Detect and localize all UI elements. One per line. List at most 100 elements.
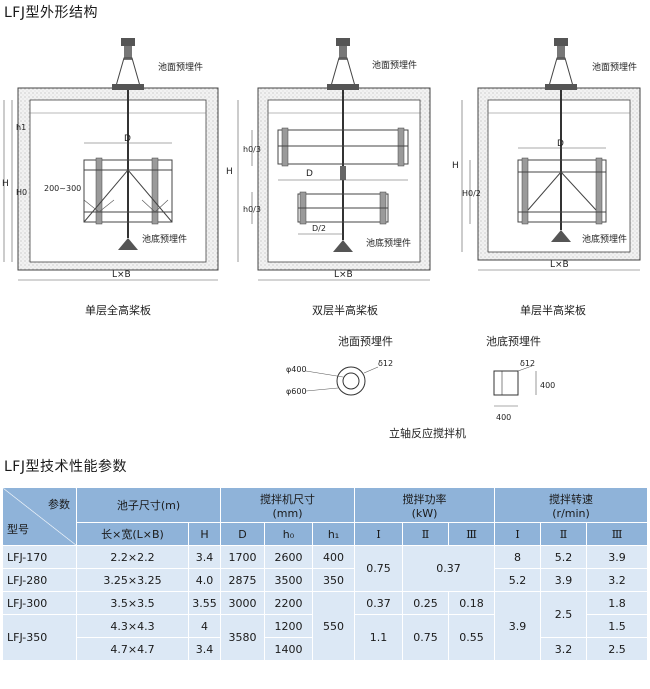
d1-top-embed-label: 池面预埋件 xyxy=(158,61,203,73)
model-label: 型号 xyxy=(7,523,29,536)
col-lb: 长×宽(L×B) xyxy=(76,522,189,546)
pool-size-header: 池子尺寸(m) xyxy=(76,487,221,523)
embed-caption: 立轴反应搅拌机 xyxy=(389,426,466,440)
mixer-size-header: 搅拌机尺寸 (mm) xyxy=(219,487,356,523)
cell-power-2: 0.75 xyxy=(402,614,450,661)
cell-h0: 2200 xyxy=(264,591,313,615)
bottom-embed-width: 400 xyxy=(496,413,511,422)
d3-dim-D: D xyxy=(557,139,564,149)
top-embed-detail: 池面预埋件 φ400 φ600 δ12 xyxy=(286,335,393,396)
cell-speed-2: 5.2 xyxy=(540,545,588,569)
cell-h1: 350 xyxy=(311,568,356,592)
d1-dim-LB: L×B xyxy=(112,270,131,280)
table-row: LFJ-280 3.25×3.25 4.0 2875 3500 350 5.2 … xyxy=(2,568,649,592)
d3-dim-H02: H0/2 xyxy=(462,189,481,198)
cell-lb: 3.25×3.25 xyxy=(76,568,189,592)
d1-dim-gap: 200~300 xyxy=(44,184,81,193)
cell-D: 1700 xyxy=(220,545,265,569)
d1-dim-H: H xyxy=(2,179,9,189)
d2-dim-h03b: h0/3 xyxy=(243,205,261,214)
col-power-2: Ⅱ xyxy=(402,522,450,546)
mixer-size-unit: (mm) xyxy=(272,506,303,520)
cell-h0: 1200 xyxy=(264,614,313,638)
d2-bottom-embed-label: 池底预埋件 xyxy=(366,237,411,249)
d2-dim-D2: D/2 xyxy=(312,224,326,233)
cell-speed-1: 5.2 xyxy=(494,568,542,592)
table-row: 4.7×4.7 3.4 1400 3.2 2.5 xyxy=(3,637,649,661)
col-speed-2: Ⅱ xyxy=(540,522,588,546)
section-title-structure: LFJ型外形结构 xyxy=(4,5,98,21)
cell-speed-3: 3.9 xyxy=(586,545,649,569)
col-power-1: Ⅰ xyxy=(354,522,404,546)
cell-power-23: 0.37 xyxy=(402,545,496,592)
cell-h1: 400 xyxy=(311,545,356,569)
cell-power-1: 0.37 xyxy=(354,591,404,615)
col-speed-1: Ⅰ xyxy=(494,522,542,546)
bottom-embed-delta: δ12 xyxy=(520,359,535,368)
cell-power-3: 0.18 xyxy=(448,591,496,615)
speed-unit: (r/min) xyxy=(552,506,590,520)
d1-dim-H0: H0 xyxy=(16,188,27,197)
table-row: LFJ-350 4.3×4.3 4 3580 1200 1.1 0.75 0.5… xyxy=(2,614,649,661)
cell-H: 3.55 xyxy=(188,591,221,615)
d2-caption: 双层半高桨板 xyxy=(312,303,378,317)
d3-dim-H: H xyxy=(452,161,459,171)
bottom-embed-height: 400 xyxy=(540,381,555,390)
d3-top-embed-label: 池面预埋件 xyxy=(592,61,637,73)
cell-lb: 4.3×4.3 xyxy=(76,614,189,638)
cell-power-1: 0.75 xyxy=(354,545,404,592)
cell-h0: 1400 xyxy=(264,637,313,661)
model-cell: LFJ-280 xyxy=(2,568,77,592)
top-embed-title: 池面预埋件 xyxy=(338,335,393,348)
header-row-1: 参数 型号 池子尺寸(m) 搅拌机尺寸 (mm) 搅拌功率 (kW) 搅拌转速 … xyxy=(2,487,649,546)
d2-dim-D: D xyxy=(306,169,313,179)
model-cell: LFJ-350 xyxy=(2,614,77,661)
top-embed-phi400: φ400 xyxy=(286,365,307,374)
d2-dim-H: H xyxy=(226,167,233,177)
d1-caption: 单层全高桨板 xyxy=(85,303,151,317)
table-row: LFJ-170 2.2×2.2 3.4 1700 2600 400 0.75 0… xyxy=(2,545,649,592)
mixer-size-title: 搅拌机尺寸 xyxy=(260,492,316,506)
model-cell: LFJ-170 xyxy=(2,545,77,569)
col-h0: h₀ xyxy=(264,522,313,546)
diagram-single-full-height: 池面预埋件 池底预埋件 h1 H H0 D 200~300 L×B 单层全高桨板 xyxy=(2,38,219,317)
power-header: 搅拌功率 (kW) xyxy=(354,487,496,523)
power-title: 搅拌功率 xyxy=(402,492,447,506)
cell-speed-3: 3.2 xyxy=(586,568,649,592)
cell-speed-3: 1.5 xyxy=(586,614,649,638)
d2-dim-h03a: h0/3 xyxy=(243,145,261,154)
col-speed-3: Ⅲ xyxy=(586,522,649,546)
cell-lb: 4.7×4.7 xyxy=(76,637,189,661)
diagram-single-half-height: 池面预埋件 池底预埋件 H H0/2 D L×B 单层半高桨板 xyxy=(452,38,641,317)
d3-caption: 单层半高桨板 xyxy=(520,303,586,317)
cell-h0: 3500 xyxy=(264,568,313,592)
cell-H: 4 xyxy=(188,614,221,638)
cell-H: 3.4 xyxy=(188,545,221,569)
col-power-3: Ⅲ xyxy=(448,522,496,546)
cell-power-3: 0.55 xyxy=(448,614,496,661)
d3-dim-LB: L×B xyxy=(550,260,569,270)
cell-lb: 2.2×2.2 xyxy=(76,545,189,569)
speed-title: 搅拌转速 xyxy=(549,492,594,506)
cell-speed-1: 3.9 xyxy=(494,591,542,661)
cell-H: 4.0 xyxy=(188,568,221,592)
cell-speed-1: 8 xyxy=(494,545,542,569)
section-title-specs: LFJ型技术性能参数 xyxy=(4,459,127,475)
speed-header: 搅拌转速 (r/min) xyxy=(494,487,649,523)
cell-D: 3580 xyxy=(220,614,265,661)
top-embed-delta: δ12 xyxy=(378,359,393,368)
top-embed-phi600: φ600 xyxy=(286,387,307,396)
col-H: H xyxy=(188,522,221,546)
cell-speed-3: 2.5 xyxy=(586,637,649,661)
cell-D: 2875 xyxy=(220,568,265,592)
bottom-embed-title: 池底预埋件 xyxy=(486,334,541,348)
cell-power-1: 1.1 xyxy=(354,614,404,661)
cell-speed-2: 3.9 xyxy=(540,568,588,592)
cell-h1: 550 xyxy=(311,591,356,661)
structure-drawings: 池面预埋件 池底预埋件 h1 H H0 D 200~300 L×B 单层全高桨板 xyxy=(2,38,641,440)
d3-bottom-embed-label: 池底预埋件 xyxy=(582,233,627,245)
model-cell: LFJ-300 xyxy=(2,591,77,615)
bottom-embed-detail: 池底预埋件 δ12 400 400 xyxy=(486,334,555,422)
d2-dim-LB: L×B xyxy=(334,270,353,280)
cell-lb: 3.5×3.5 xyxy=(76,591,189,615)
